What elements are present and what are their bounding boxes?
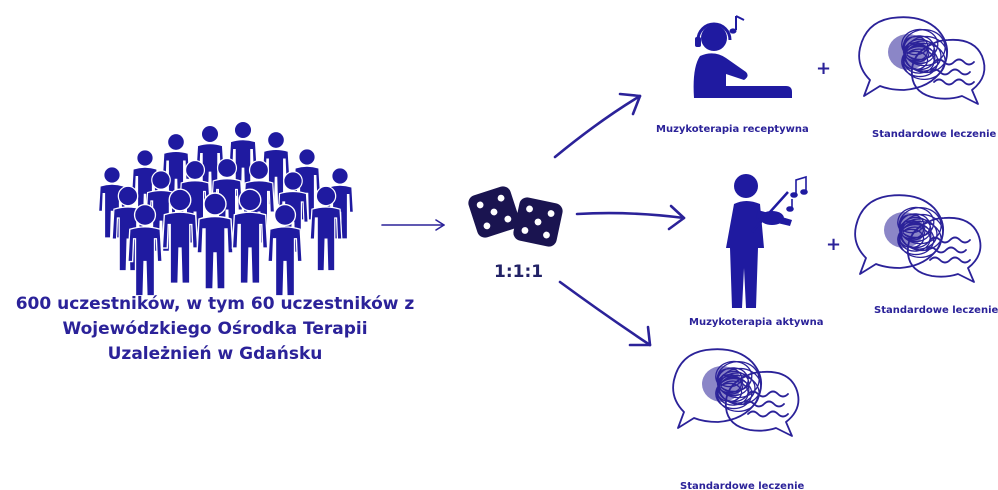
caption-line-2: Wojewódzkiego Ośrodka Terapii <box>62 319 368 339</box>
randomization-ratio: 1:1:1 <box>494 262 544 282</box>
arrow-to-receptive <box>553 92 642 159</box>
speech-bubbles-icon <box>858 16 986 105</box>
standard-label-2: Standardowe leczenie <box>874 305 998 316</box>
arrow-to-active <box>575 204 686 231</box>
plus-sign-1: + <box>816 58 832 79</box>
person-figure <box>267 203 303 297</box>
speech-bubbles-icon <box>672 348 800 437</box>
arrow-to-randomization <box>381 219 445 231</box>
caption-line-1: 600 uczestników, w tym 60 uczestników z <box>15 294 415 314</box>
dice-icon <box>468 186 563 247</box>
standard-label-3: Standardowe leczenie <box>680 481 805 490</box>
plus-sign-2: + <box>826 234 842 255</box>
person-with-headphones-icon <box>693 15 792 98</box>
person-figure <box>161 188 199 284</box>
violinist-icon <box>726 174 808 308</box>
therapy-label-active: Muzykoterapia aktywna <box>689 317 824 328</box>
speech-bubbles-icon <box>854 194 982 283</box>
participants-caption: 600 uczestników, w tym 60 uczestników z … <box>0 292 430 367</box>
person-figure <box>127 203 163 297</box>
arrow-to-standard <box>558 280 652 347</box>
therapy-label-receptive: Muzykoterapia receptywna <box>656 124 809 135</box>
person-figure <box>196 192 234 290</box>
person-figure <box>231 188 269 284</box>
person-figure <box>309 185 343 272</box>
caption-line-3: Uzależnień w Gdańsku <box>107 344 323 364</box>
standard-label-1: Standardowe leczenie <box>872 129 997 140</box>
